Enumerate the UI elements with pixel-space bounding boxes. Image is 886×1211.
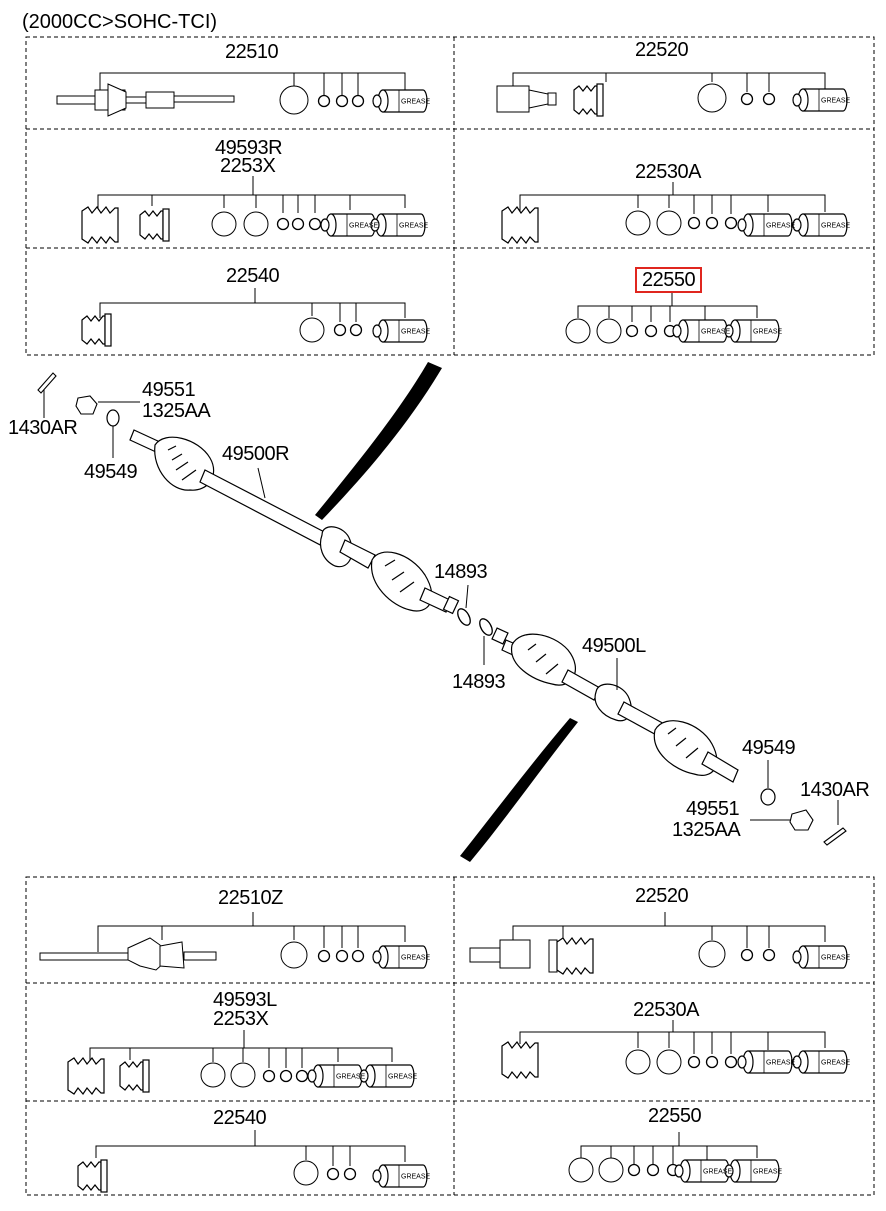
callout-14893-lower[interactable]: 14893: [452, 671, 506, 693]
kit-label-22530a[interactable]: 22530A: [635, 161, 701, 183]
grease-label: GREASE: [401, 329, 431, 336]
kit-22510z-parts: [39, 912, 428, 971]
kit-label-2253x-lower[interactable]: 2253X: [213, 1008, 269, 1030]
kit-label-2253x[interactable]: 2253X: [220, 155, 276, 177]
grease-label: GREASE: [388, 1074, 418, 1081]
kit-label-22520-lower[interactable]: 22520: [635, 885, 689, 907]
kit-22550-lower-parts: [568, 1132, 780, 1183]
engine-spec-note: (2000CC>SOHC-TCI): [22, 11, 218, 33]
grease-label: GREASE: [703, 1169, 733, 1176]
kit-label-49593r[interactable]: 49593R: [215, 137, 283, 159]
kit-22520-parts: [496, 72, 848, 117]
kit-label-22540-lower[interactable]: 22540: [213, 1107, 267, 1129]
break-line-lower: [460, 718, 578, 862]
callout-1430ar-upper[interactable]: 1430AR: [8, 417, 78, 439]
kit-label-22540[interactable]: 22540: [226, 265, 280, 287]
kit-22540-lower-parts: [77, 1130, 428, 1193]
callout-1325aa-upper[interactable]: 1325AA: [142, 400, 211, 422]
grease-label: GREASE: [821, 98, 851, 105]
circlip-icon[interactable]: [455, 607, 473, 628]
nut-icon[interactable]: [75, 395, 814, 831]
kit-22550-parts: [565, 291, 780, 344]
kit-22540-parts: [81, 288, 428, 347]
grease-label: GREASE: [753, 329, 783, 336]
grease-label: GREASE: [401, 99, 431, 106]
kit-label-22550-lower[interactable]: 22550: [648, 1105, 702, 1127]
grease-label: GREASE: [766, 1060, 796, 1067]
lower-kit-grid: [25, 876, 875, 1196]
grease-label: GREASE: [821, 955, 851, 962]
grease-label: GREASE: [336, 1074, 366, 1081]
grease-label: GREASE: [349, 223, 379, 230]
split-pin-icon[interactable]: [37, 372, 847, 846]
grease-label: GREASE: [821, 223, 851, 230]
callout-49549-lower[interactable]: 49549: [742, 737, 796, 759]
kit-49593l-parts: [67, 1030, 415, 1095]
callout-49551-lower[interactable]: 49551: [686, 798, 740, 820]
callout-49500r[interactable]: 49500R: [222, 443, 290, 465]
kit-label-22530a-lower[interactable]: 22530A: [633, 999, 699, 1021]
tripod-joint-icon: [496, 85, 557, 113]
boot-icon: [573, 83, 604, 117]
kit-label-22520[interactable]: 22520: [635, 39, 689, 61]
callout-14893-upper[interactable]: 14893: [434, 561, 488, 583]
drive-shaft-right[interactable]: [129, 429, 460, 615]
grease-label: GREASE: [821, 1060, 851, 1067]
kit-22520-lower-parts: [469, 912, 848, 975]
break-line-upper: [315, 362, 442, 520]
callout-1430ar-lower[interactable]: 1430AR: [800, 779, 870, 801]
callout-49549-upper[interactable]: 49549: [84, 461, 138, 483]
upper-kit-grid: [25, 36, 875, 356]
kit-49593r-parts: [81, 176, 426, 244]
callout-1325aa-lower[interactable]: 1325AA: [672, 819, 741, 841]
grease-label: GREASE: [401, 955, 431, 962]
callout-49500l[interactable]: 49500L: [582, 635, 646, 657]
kit-22510-parts: [56, 72, 428, 117]
grease-label: GREASE: [401, 1174, 431, 1181]
grease-label: GREASE: [701, 329, 731, 336]
grease-label: GREASE: [399, 223, 429, 230]
drive-shaft-icon: [56, 83, 235, 117]
kit-label-22550-selected[interactable]: 22550: [635, 267, 703, 293]
kit-label-49593l[interactable]: 49593L: [213, 989, 277, 1011]
kit-22530a-parts: [501, 182, 848, 244]
drive-shaft-left[interactable]: [491, 627, 739, 783]
kit-label-22510[interactable]: 22510: [225, 41, 279, 63]
washer-icon[interactable]: [106, 409, 776, 806]
callout-49551-upper[interactable]: 49551: [142, 379, 196, 401]
grease-label: GREASE: [766, 223, 796, 230]
callout-leaders: [43, 390, 839, 825]
kit-label-22510z[interactable]: 22510Z: [218, 887, 283, 909]
circlip-icon[interactable]: [477, 617, 495, 638]
kit-22530a-lower-parts: [501, 1020, 848, 1079]
grease-label: GREASE: [753, 1169, 783, 1176]
